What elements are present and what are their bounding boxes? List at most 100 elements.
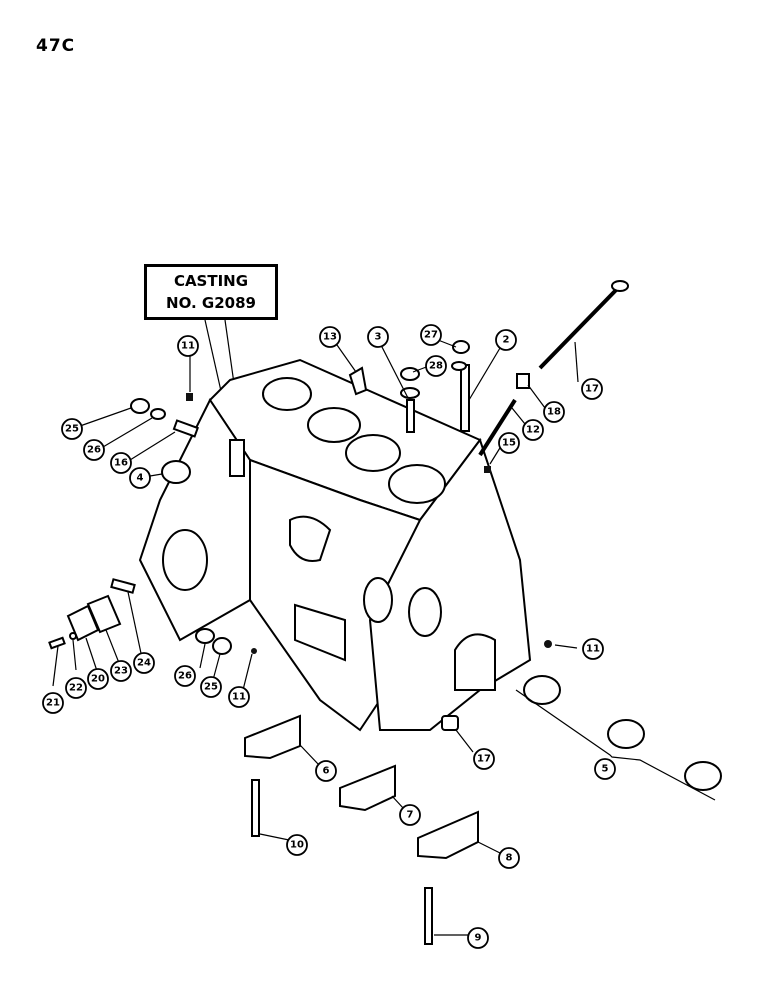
callout-label: 11 (586, 644, 600, 655)
dipstick-tube-nut (516, 373, 530, 389)
callout-25-lower: 25 (200, 676, 222, 698)
dipstick (538, 280, 629, 370)
callout-label: 28 (429, 361, 443, 372)
callout-label: 23 (114, 666, 128, 677)
callout-label: 17 (477, 754, 491, 765)
bolt-9 (424, 887, 433, 945)
main-bearing-center (607, 719, 645, 749)
callout-label: 22 (69, 683, 83, 694)
callout-label: 13 (323, 332, 337, 343)
callout-26-lower: 26 (174, 665, 196, 687)
callout-7: 7 (399, 804, 421, 826)
callout-label: 12 (526, 425, 540, 436)
washer-28-upper (451, 361, 467, 371)
callout-8: 8 (498, 847, 520, 869)
callout-28: 28 (425, 355, 447, 377)
callout-15: 15 (498, 432, 520, 454)
rear-bore-left (363, 577, 393, 623)
callout-4: 4 (129, 467, 151, 489)
callout-16: 16 (110, 452, 132, 474)
callout-9: 9 (467, 927, 489, 949)
bearing-cap-6 (244, 714, 301, 760)
callout-27: 27 (420, 324, 442, 346)
callout-17-lower: 17 (473, 748, 495, 770)
washer-28 (400, 387, 420, 399)
gasket-23 (86, 594, 122, 634)
cylinder-block (138, 358, 532, 732)
callout-22: 22 (65, 677, 87, 699)
callout-2: 2 (495, 329, 517, 351)
callout-label: 8 (506, 853, 513, 864)
callout-18: 18 (543, 401, 565, 423)
block-lower-rail (294, 603, 346, 662)
callout-label: 15 (502, 438, 516, 449)
callout-13: 13 (319, 326, 341, 348)
callout-label: 17 (585, 384, 599, 395)
cylinder-head-stud-short (406, 399, 415, 433)
nut-27-lower (400, 367, 420, 381)
stud-16 (172, 419, 199, 438)
callout-label: 25 (65, 424, 79, 435)
washer-26-lower (195, 628, 215, 644)
callout-11-top: 11 (177, 335, 199, 357)
callout-label: 27 (424, 330, 438, 341)
front-camshaft-bore (162, 529, 208, 591)
bolt-24 (110, 578, 136, 594)
callout-11-right: 11 (582, 638, 604, 660)
callout-3: 3 (367, 326, 389, 348)
bearing-cap-7 (339, 764, 396, 812)
callout-label: 20 (91, 674, 105, 685)
callout-label: 11 (232, 692, 246, 703)
dowel-17 (441, 715, 459, 731)
washer-26-upper (150, 408, 166, 420)
callout-label: 26 (178, 671, 192, 682)
cover-plate-20 (66, 604, 100, 642)
casting-number-pad (229, 439, 245, 477)
casting-number-label: CASTING NO. G2089 (144, 264, 278, 320)
callout-24: 24 (133, 652, 155, 674)
rear-crankshaft-bore (454, 633, 496, 691)
rear-bore-mid (408, 587, 442, 637)
callout-label: 24 (137, 658, 151, 669)
callout-label: 5 (602, 764, 609, 775)
callout-label: 18 (547, 407, 561, 418)
callout-20: 20 (87, 668, 109, 690)
cylinder-bore-1 (262, 377, 312, 411)
callout-5: 5 (594, 758, 616, 780)
pipe-plug-15 (484, 466, 491, 473)
callout-6: 6 (315, 760, 337, 782)
callout-label: 16 (114, 458, 128, 469)
dipstick-tube (478, 398, 517, 457)
cylinder-bore-3 (345, 434, 401, 472)
callout-25-top: 25 (61, 418, 83, 440)
casting-label-line1: CASTING (173, 272, 249, 290)
side-boss (289, 515, 332, 562)
nut-25-lower (212, 637, 232, 655)
main-bearing-front (523, 675, 561, 705)
bearing-cap-8 (417, 810, 479, 860)
main-bearing-rear (684, 761, 722, 791)
cylinder-bore-4 (388, 464, 446, 504)
screw-21 (48, 636, 66, 650)
callout-17-top: 17 (581, 378, 603, 400)
lockwasher-22 (69, 632, 77, 640)
callout-26-top: 26 (83, 439, 105, 461)
callout-label: 25 (204, 682, 218, 693)
fitting-13 (348, 366, 368, 396)
callout-label: 21 (46, 698, 60, 709)
pipe-plug-lower (251, 648, 257, 654)
callout-label: 6 (323, 766, 330, 777)
page-number: 47C (36, 36, 76, 56)
callout-label: 11 (181, 341, 195, 352)
callout-label: 10 (290, 840, 304, 851)
callout-10: 10 (286, 834, 308, 856)
cylinder-bore-2 (307, 407, 361, 443)
casting-label-line2: NO. G2089 (166, 294, 256, 312)
callout-label: 2 (503, 335, 510, 346)
callout-label: 26 (87, 445, 101, 456)
pipe-plug-right (544, 640, 552, 648)
callout-label: 9 (475, 933, 482, 944)
callout-11-lower: 11 (228, 686, 250, 708)
callout-label: 7 (407, 810, 414, 821)
